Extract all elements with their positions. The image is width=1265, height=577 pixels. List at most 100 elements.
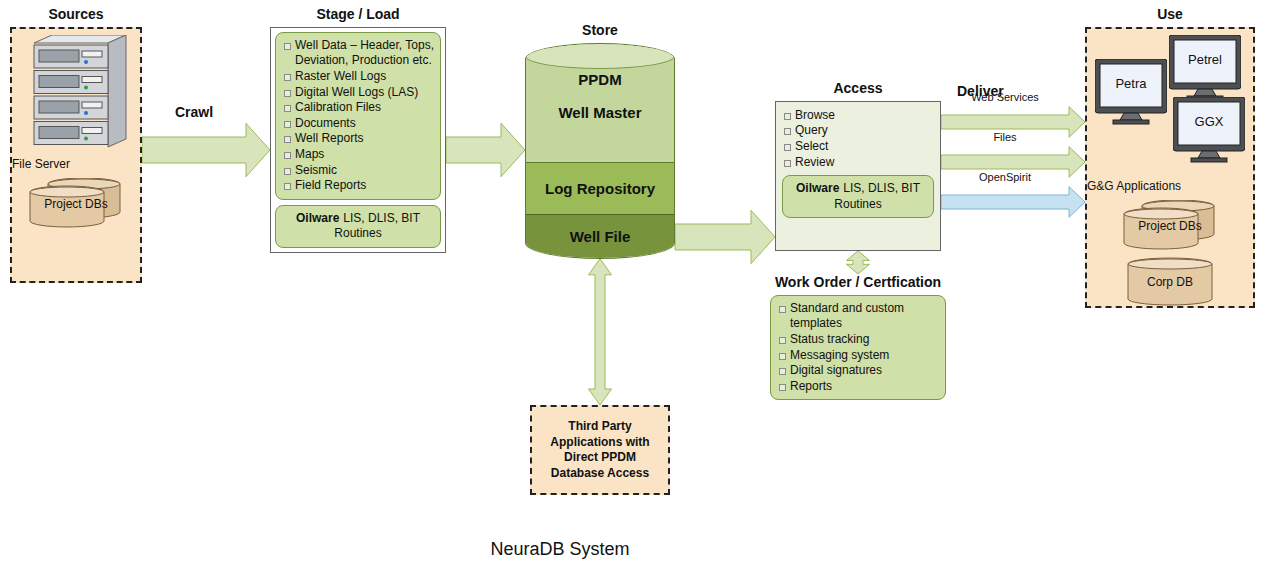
node-text: Oilware bbox=[796, 181, 839, 195]
edge-label: OpenSpirit bbox=[979, 170, 1031, 184]
node-text: Digital Well Logs (LAS) bbox=[282, 85, 434, 101]
store-band: PPDM Well Master bbox=[526, 44, 674, 162]
data-type-list: Well Data – Header, Tops, Deviation, Pro… bbox=[275, 32, 441, 200]
node-text: Well Reports bbox=[282, 131, 434, 147]
drive-slot bbox=[82, 51, 102, 57]
section-heading: Store bbox=[525, 22, 675, 39]
server-unit bbox=[34, 45, 108, 68]
node-text: Oilware bbox=[296, 211, 339, 225]
drive-bay bbox=[39, 50, 79, 62]
node-text: Third Party Applications with Direct PPD… bbox=[542, 419, 658, 481]
cylinder-top bbox=[30, 187, 104, 197]
node-text: Standard and custom templates bbox=[777, 301, 939, 332]
store-band: Well File bbox=[526, 214, 674, 258]
monitor-bezel bbox=[1169, 35, 1241, 89]
store-cylinder: StorePPDM Well MasterLog RepositoryWell F… bbox=[525, 22, 675, 259]
drive-bay bbox=[39, 75, 79, 87]
node-text: Status tracking bbox=[777, 332, 939, 348]
monitor-base bbox=[1191, 158, 1227, 162]
work-order-panel: Work Order / CertficationStandard and cu… bbox=[770, 274, 946, 400]
node-text: GGX bbox=[1173, 114, 1245, 131]
block-arrow bbox=[446, 123, 525, 176]
application-monitor: Petrel bbox=[1169, 35, 1241, 101]
node-text: Project DBs bbox=[26, 197, 126, 213]
node-text: Raster Well Logs bbox=[282, 69, 434, 85]
access-panel: AccessBrowseQuerySelectReviewOilwareLIS,… bbox=[775, 80, 941, 251]
node-text: Field Reports bbox=[282, 178, 434, 194]
node-text: Log Repository bbox=[545, 179, 655, 199]
diagram-caption: NeuraDB System bbox=[410, 538, 710, 561]
node-text: Well File bbox=[570, 227, 631, 247]
monitor-illustration bbox=[1169, 35, 1241, 101]
server-side bbox=[108, 35, 126, 147]
section-heading: Sources bbox=[10, 6, 142, 23]
server-unit bbox=[34, 70, 108, 93]
node-text: Well Master bbox=[558, 103, 641, 123]
server-illustration bbox=[22, 35, 132, 153]
node-text: Maps bbox=[282, 147, 434, 163]
monitor-stand bbox=[1194, 89, 1216, 96]
block-arrow bbox=[941, 187, 1085, 218]
node-text: Digital signatures bbox=[777, 363, 939, 379]
section-heading: Access bbox=[775, 80, 941, 97]
node-text: Messaging system bbox=[777, 348, 939, 364]
database-cylinder: Project DBs bbox=[1120, 200, 1220, 250]
server-unit bbox=[34, 96, 108, 119]
drive-slot bbox=[82, 102, 102, 108]
panel-frame: File ServerProject DBs bbox=[10, 27, 142, 283]
node-text: Select bbox=[782, 139, 934, 155]
database-cylinder: Project DBs bbox=[26, 178, 126, 228]
node-text: Calibration Files bbox=[282, 100, 434, 116]
node-text: LIS, DLIS, BIT Routines bbox=[834, 181, 920, 211]
drive-bay bbox=[39, 126, 79, 138]
section-heading: Use bbox=[1085, 6, 1255, 23]
monitor-base bbox=[1113, 120, 1149, 124]
node-text: Reports bbox=[777, 379, 939, 395]
node-text: Petrel bbox=[1169, 52, 1241, 69]
node-text: Documents bbox=[282, 116, 434, 132]
node-text: Project DBs bbox=[1120, 219, 1220, 235]
cylinder-top bbox=[1128, 259, 1212, 269]
section-heading: Stage / Load bbox=[270, 6, 446, 23]
routine-box: OilwareLIS, DLIS, BIT Routines bbox=[782, 175, 934, 218]
status-light bbox=[84, 85, 88, 89]
node-text: Corp DB bbox=[1120, 275, 1220, 291]
monitor-bezel bbox=[1173, 97, 1245, 151]
node-text: G&G Applications bbox=[1087, 179, 1253, 195]
drive-slot bbox=[82, 127, 102, 133]
server-unit bbox=[34, 121, 108, 144]
panel-frame: PPDM Well MasterLog RepositoryWell File bbox=[525, 43, 675, 259]
edge-label: Crawl bbox=[175, 103, 213, 121]
monitor-illustration bbox=[1173, 97, 1245, 163]
use-panel: UseG&G Applications PetraPetrelGGX Project… bbox=[1085, 6, 1255, 308]
node-text: Query bbox=[782, 123, 934, 139]
status-light bbox=[84, 60, 88, 64]
block-arrow bbox=[142, 123, 270, 176]
monitor-stand bbox=[1198, 151, 1220, 158]
panel-frame: Standard and custom templatesStatus trac… bbox=[770, 295, 946, 401]
monitor-bezel bbox=[1095, 59, 1167, 113]
node-text: Browse bbox=[782, 108, 934, 124]
status-light bbox=[84, 111, 88, 115]
application-monitor: GGX bbox=[1173, 97, 1245, 163]
application-monitor: Petra bbox=[1095, 59, 1167, 125]
node-text: Seismic bbox=[282, 163, 434, 179]
panel-frame: BrowseQuerySelectReviewOilwareLIS, DLIS,… bbox=[775, 101, 941, 251]
edge-label: Web Services bbox=[971, 90, 1039, 104]
edge-label: Files bbox=[993, 130, 1016, 144]
drive-bay bbox=[39, 101, 79, 113]
monitor-stand bbox=[1120, 113, 1142, 120]
block-arrow bbox=[589, 259, 612, 405]
routine-box: OilwareLIS, DLIS, BIT Routines bbox=[275, 205, 441, 248]
database-cylinder: Corp DB bbox=[1120, 256, 1220, 306]
block-arrow bbox=[675, 210, 775, 263]
cylinder-top bbox=[1124, 209, 1198, 219]
block-arrow bbox=[847, 251, 870, 274]
node-text: PPDM bbox=[578, 70, 621, 90]
stage-panel: Stage / LoadWell Data – Header, Tops, De… bbox=[270, 6, 446, 253]
status-light bbox=[84, 136, 88, 140]
node-text: LIS, DLIS, BIT Routines bbox=[334, 211, 420, 241]
panel-frame: Well Data – Header, Tops, Deviation, Pro… bbox=[270, 27, 446, 253]
section-heading: Work Order / Certfication bbox=[770, 274, 946, 291]
